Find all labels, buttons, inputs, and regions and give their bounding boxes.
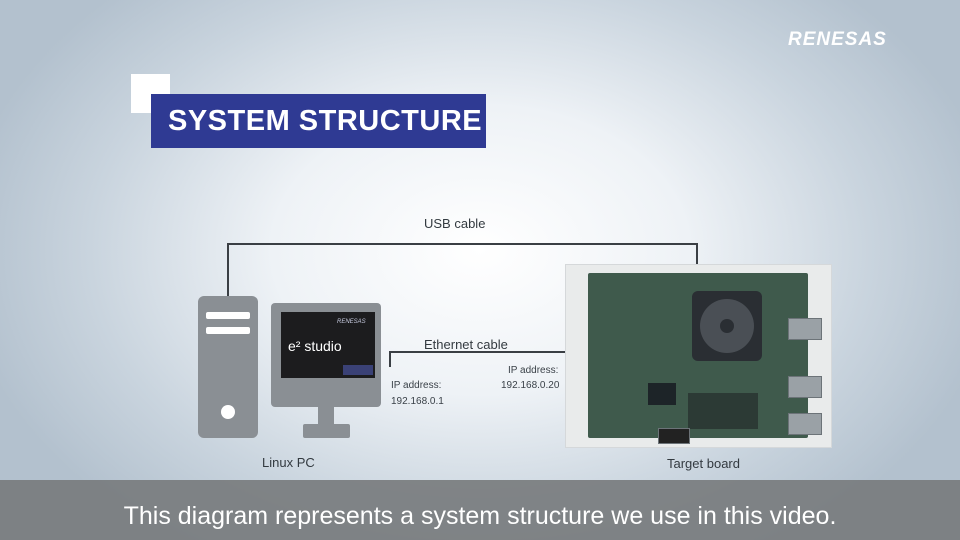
pc-ip-value: 192.168.0.1	[391, 396, 444, 407]
pc-tower-icon	[198, 296, 258, 438]
subtitle-caption: This diagram represents a system structu…	[0, 480, 960, 540]
target-board-image	[565, 264, 832, 448]
board-pcb	[588, 273, 822, 444]
usb-port-icon-2	[788, 413, 822, 435]
monitor-icon	[271, 303, 381, 438]
ethernet-cable-line	[389, 351, 565, 367]
chip-array-icon	[688, 393, 758, 429]
fan-icon	[692, 291, 762, 361]
screen-app-name: e² studio	[288, 338, 342, 354]
usb-port-icon	[788, 376, 822, 398]
screen-logo: RENESAS	[337, 319, 366, 325]
board-ip-label: IP address:	[508, 365, 559, 376]
slide-title: SYSTEM STRUCTURE	[151, 94, 486, 148]
linux-pc-label: Linux PC	[262, 455, 315, 470]
ethernet-cable-label: Ethernet cable	[424, 337, 508, 352]
renesas-logo: RENESAS	[788, 29, 887, 50]
target-board-label: Target board	[667, 456, 740, 471]
usb-cable-label: USB cable	[424, 216, 486, 231]
serial-connector-icon	[658, 428, 690, 444]
usb-cable-line	[227, 243, 698, 296]
ethernet-port-icon	[788, 318, 822, 340]
chip-icon	[648, 383, 676, 405]
board-ip-value: 192.168.0.20	[501, 380, 560, 391]
pc-ip-label: IP address:	[391, 380, 442, 391]
